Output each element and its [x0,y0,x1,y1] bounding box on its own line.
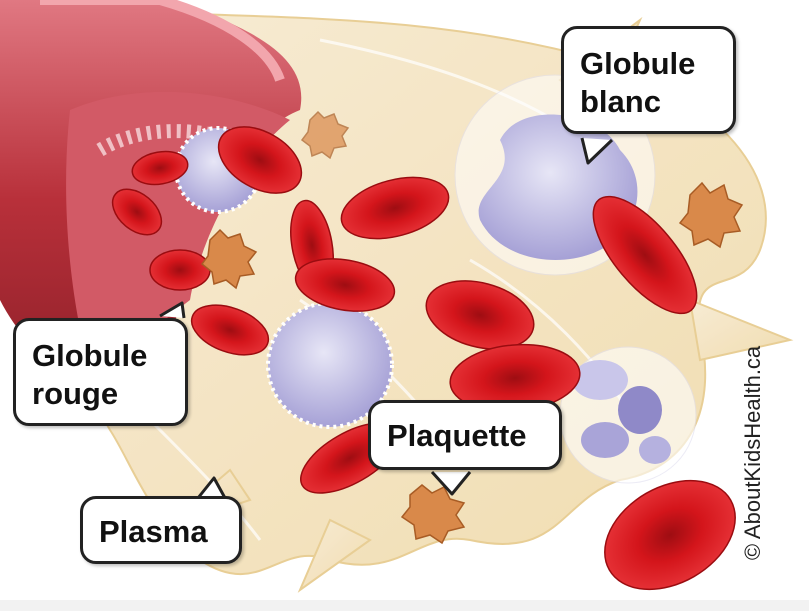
callout-tails [159,137,614,499]
label-globule-blanc-line2: blanc [580,84,661,119]
label-globule-blanc-line1: Globule [580,46,696,81]
label-plaquette: Plaquette [387,418,527,453]
label-globule-rouge-line2: rouge [32,376,119,411]
white-cell-lobed [559,346,697,484]
label-globule-rouge-line1: Globule [32,338,148,373]
callout-red-cell: Globule rouge [13,318,188,426]
label-plasma: Plasma [99,514,208,549]
bottom-edge-strip [0,600,809,611]
copyright-text: © AboutKidsHealth.ca [740,345,765,561]
callout-white-cell: Globule blanc [561,26,736,134]
white-cell-middle [266,301,394,429]
callout-platelet: Plaquette [368,400,562,470]
red-cells [111,126,736,591]
callout-plasma: Plasma [80,496,242,564]
platelets [200,110,744,545]
